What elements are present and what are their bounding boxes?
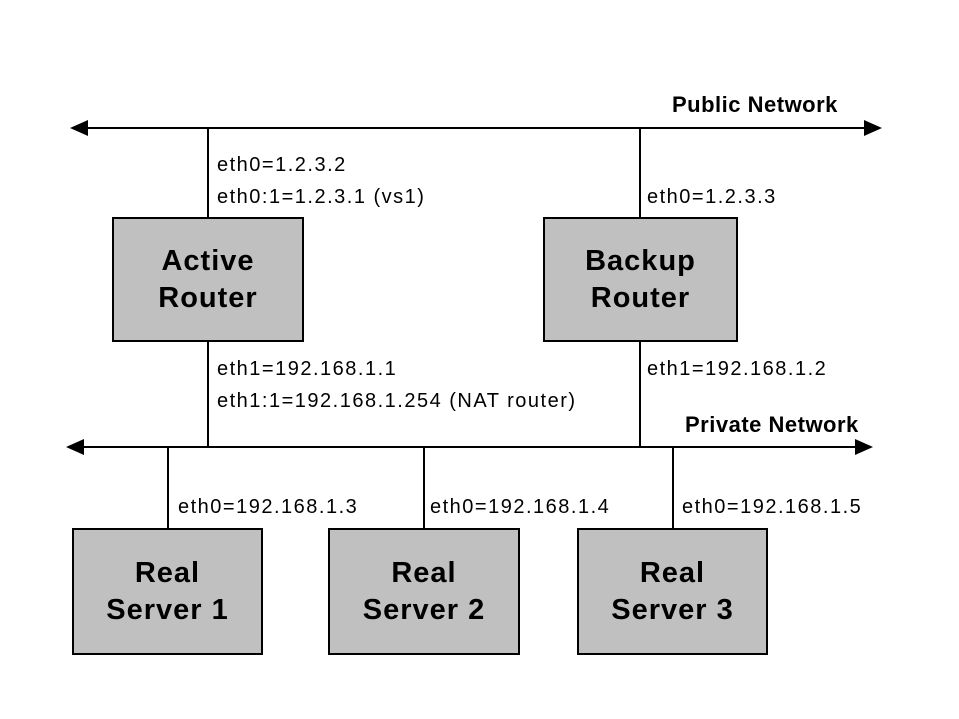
public-network-label: Public Network — [672, 92, 838, 117]
public-network-line — [74, 127, 876, 129]
public-network-arrow-left-icon — [70, 120, 88, 136]
real-server-2-node: Real Server 2 — [328, 528, 520, 655]
backup-router-node: Backup Router — [543, 217, 738, 342]
public-network-arrow-right-icon — [864, 120, 882, 136]
private-network-label: Private Network — [685, 412, 859, 437]
connector-real-server-3-private — [672, 447, 674, 529]
active-router-eth1-alias-label: eth1:1=192.168.1.254 (NAT router) — [217, 390, 577, 412]
active-router-eth0-label: eth0=1.2.3.2 — [217, 154, 347, 176]
connector-active-router-public — [207, 128, 209, 217]
active-router-eth0-alias-label: eth0:1=1.2.3.1 (vs1) — [217, 186, 426, 208]
real-server-1-node: Real Server 1 — [72, 528, 263, 655]
connector-backup-router-public — [639, 128, 641, 217]
connector-real-server-1-private — [167, 447, 169, 529]
active-router-node: Active Router — [112, 217, 304, 342]
real-server-1-eth0-label: eth0=192.168.1.3 — [178, 496, 359, 518]
real-server-3-node: Real Server 3 — [577, 528, 768, 655]
connector-active-router-private — [207, 341, 209, 447]
connector-backup-router-private — [639, 341, 641, 447]
active-router-eth1-label: eth1=192.168.1.1 — [217, 358, 398, 380]
real-server-2-eth0-label: eth0=192.168.1.4 — [430, 496, 611, 518]
private-network-arrow-right-icon — [855, 439, 873, 455]
real-server-3-eth0-label: eth0=192.168.1.5 — [682, 496, 863, 518]
backup-router-eth0-label: eth0=1.2.3.3 — [647, 186, 777, 208]
private-network-line — [70, 446, 860, 448]
connector-real-server-2-private — [423, 447, 425, 529]
private-network-arrow-left-icon — [66, 439, 84, 455]
backup-router-eth1-label: eth1=192.168.1.2 — [647, 358, 828, 380]
